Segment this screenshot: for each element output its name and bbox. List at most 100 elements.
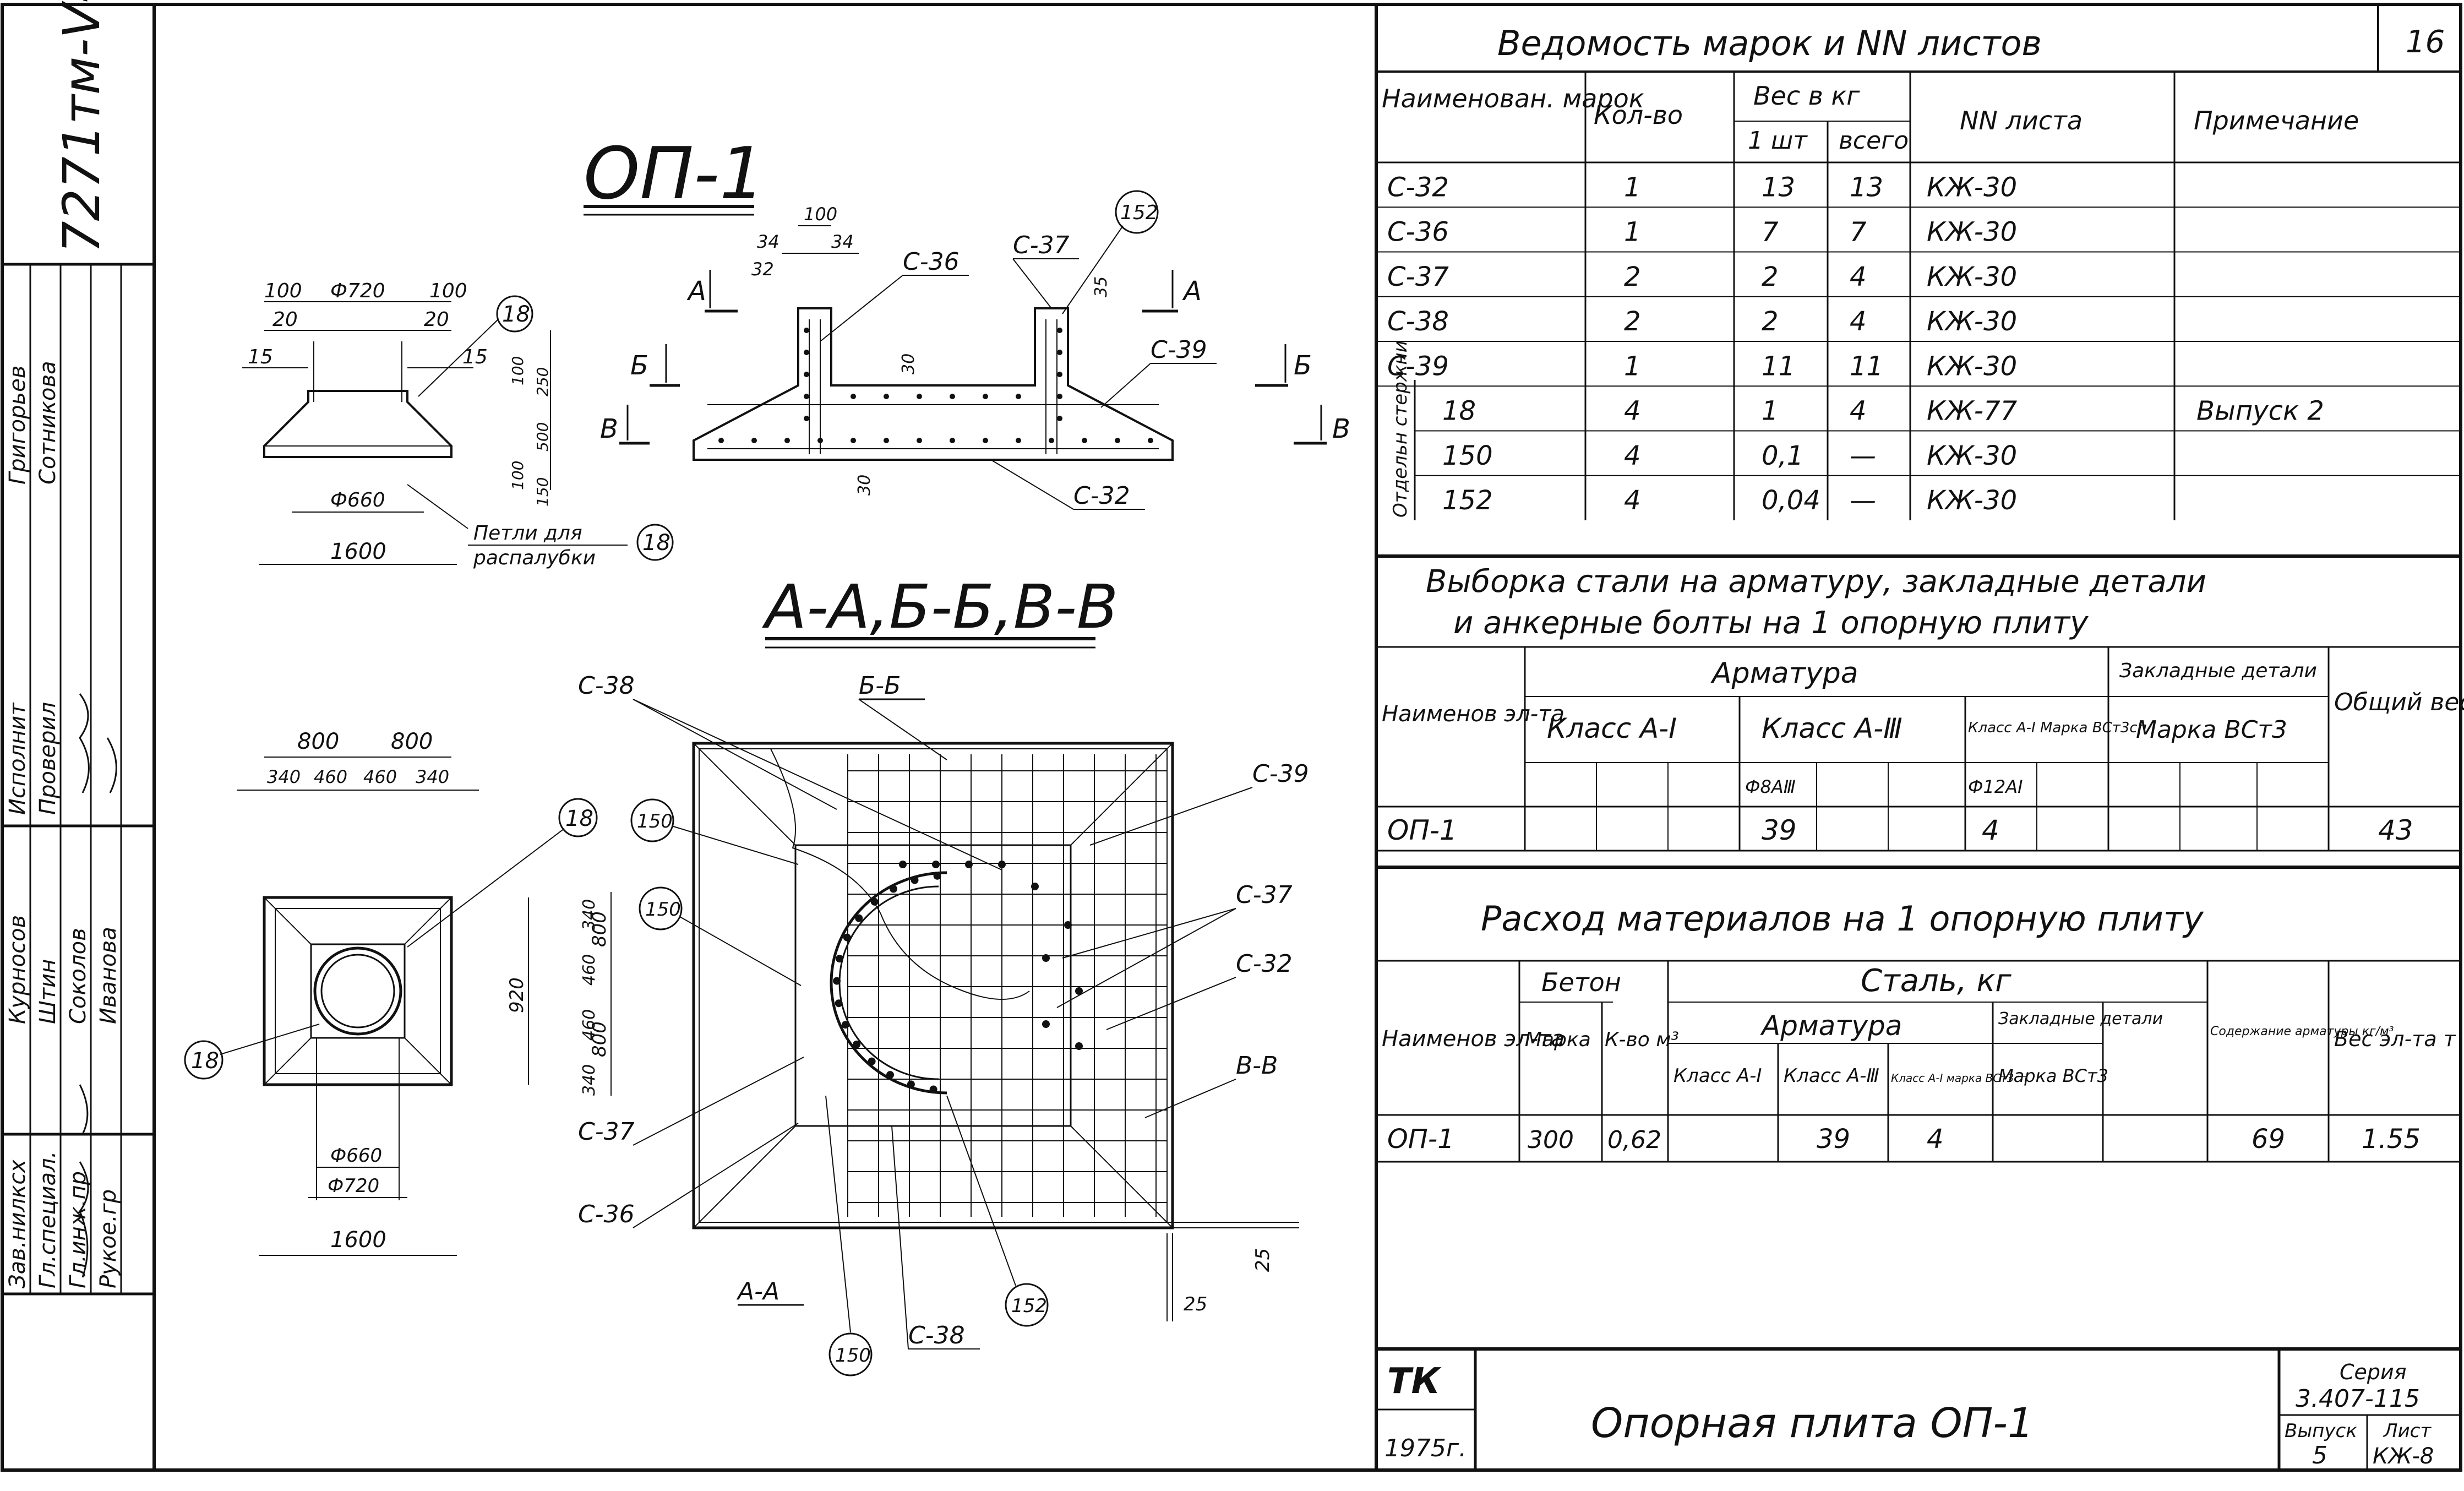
rebar-dot <box>1064 921 1072 929</box>
rebar-dot <box>835 999 843 1008</box>
rebar-dot <box>998 861 1006 868</box>
dim: Ф720 <box>330 280 385 302</box>
table-cell: КЖ-30 <box>1927 217 2017 248</box>
dim: 460 <box>314 766 347 787</box>
drawing-plan: 800 800 340 460 460 340 340 460 800 920 … <box>184 729 612 1256</box>
table-cell: 1 <box>1624 351 1641 382</box>
table-cell: 4 <box>1624 440 1641 471</box>
stamp-role: Гл.инж.пр <box>66 1171 91 1288</box>
th: Наименов эл-та <box>1382 1026 1564 1052</box>
cut-mark: Б <box>630 350 648 381</box>
table-cell: КЖ-30 <box>1927 262 2017 292</box>
rebar-dot <box>1057 372 1062 377</box>
rebar-dot <box>836 955 844 963</box>
rebar-dot <box>1057 350 1062 355</box>
table-cell: 1 <box>1762 396 1779 427</box>
table-title: Выборка стали на арматуру, закладные дет… <box>1426 564 2206 600</box>
rebar-dot <box>804 372 809 377</box>
rebar-dot <box>841 1021 849 1029</box>
td: ОП-1 <box>1387 1124 1454 1155</box>
table-cell: 2 <box>1762 262 1779 292</box>
dim: 340 <box>580 899 599 930</box>
table-cell: 4 <box>1850 396 1867 427</box>
rebar-dot <box>870 897 879 906</box>
bar-label: С-36 <box>903 248 960 276</box>
rebar-dot <box>1057 328 1062 333</box>
dim: 30 <box>899 353 918 374</box>
stamp-name: Соколов <box>66 928 91 1024</box>
dim: 30 <box>855 475 874 496</box>
rebar-dot <box>804 350 809 355</box>
th: Класс А-Ⅰ марка ВСт3сп <box>1891 1071 2027 1085</box>
rebar-dot <box>851 394 856 399</box>
dim: Ф720 <box>328 1175 379 1197</box>
steel-table: Выборка стали на арматуру, закладные дет… <box>1376 554 2464 852</box>
stamp-role: Зав.нилксх <box>5 1160 30 1288</box>
dim: 35 <box>1092 276 1111 297</box>
rebar-dot <box>983 438 988 443</box>
th: Примечание <box>2194 106 2359 135</box>
table-cell: 4 <box>1624 485 1641 516</box>
stamp-code: 7271тм-Ⅴ-16 <box>52 0 111 253</box>
th: 1 шт <box>1748 127 1808 155</box>
series: 3.407-115 <box>2296 1385 2420 1413</box>
year: 1975г. <box>1384 1434 1467 1462</box>
th: Ф8АⅢ <box>1745 776 1796 797</box>
callout: 152 <box>1120 202 1158 224</box>
td: ОП-1 <box>1387 814 1457 846</box>
rebar-dot <box>907 1080 915 1089</box>
dim: 15 <box>248 346 273 368</box>
th: Наименов эл-та <box>1382 701 1564 727</box>
table-cell: 2 <box>1624 262 1641 292</box>
th: Арматура <box>1710 657 1858 690</box>
rebar-dot <box>1049 438 1054 443</box>
rebar-dot <box>917 438 922 443</box>
th: Кол-во <box>1594 100 1683 130</box>
dim: 20 <box>424 308 449 331</box>
table-cell: С-39 <box>1387 351 1449 382</box>
table-cell: КЖ-77 <box>1927 396 2018 427</box>
dim: 340 <box>267 766 301 787</box>
dim: 100 <box>429 280 467 302</box>
cut-mark: В <box>1332 413 1350 444</box>
stamp-name: Иванова <box>96 927 121 1024</box>
th: Общий вес кг <box>2334 688 2464 716</box>
rebar-dot <box>1075 987 1083 995</box>
rebar-dot <box>1042 1020 1050 1028</box>
table-cell: 1 <box>1624 172 1641 203</box>
sheet-number: 16 <box>2406 24 2445 60</box>
th: Закладные детали <box>2119 660 2317 682</box>
dim: 460 <box>580 954 599 986</box>
dim: 20 <box>272 308 298 331</box>
table-cell: КЖ-30 <box>1927 172 2017 203</box>
table-cell: 4 <box>1850 262 1867 292</box>
callout: 18 <box>502 302 530 327</box>
table-cell: Выпуск 2 <box>2196 396 2324 427</box>
drawing-title: ОП-1 <box>584 132 765 215</box>
table-cell: 13 <box>1850 172 1883 203</box>
stamp-name: Григорьев <box>5 366 30 485</box>
dim: 800 <box>588 911 610 947</box>
rebar-dot <box>1057 394 1062 399</box>
table-cell: 4 <box>1850 306 1867 337</box>
rebar-dot <box>983 394 988 399</box>
bar-label: С-38 <box>578 672 635 700</box>
rebar-dot <box>853 1040 861 1048</box>
drawing-op1-elevation: ОП-1 100 Ф720 100 20 20 15 15 Ф660 1600 … <box>242 132 765 569</box>
table-cell: КЖ-30 <box>1927 351 2017 382</box>
th: Класс А-Ⅰ Марка ВСт3сп <box>1968 720 2147 736</box>
rebar-dot <box>1148 438 1153 443</box>
bar-label: В-В <box>1236 1052 1278 1080</box>
table-cell: 13 <box>1762 172 1795 203</box>
table-cell: 11 <box>1762 351 1795 382</box>
table-cell: 0,1 <box>1762 440 1803 471</box>
sheet-title: Опорная плита ОП-1 <box>1591 1400 2034 1447</box>
th: Наименован. марок <box>1382 84 1644 113</box>
dim: 150 <box>533 477 552 507</box>
rebar-dot <box>950 438 955 443</box>
dim: 500 <box>533 422 552 451</box>
table-cell: 1 <box>1624 217 1641 248</box>
dim: 100 <box>509 356 527 385</box>
th: всего <box>1839 127 1909 155</box>
th: Марка ВСт3 <box>1998 1065 2108 1086</box>
